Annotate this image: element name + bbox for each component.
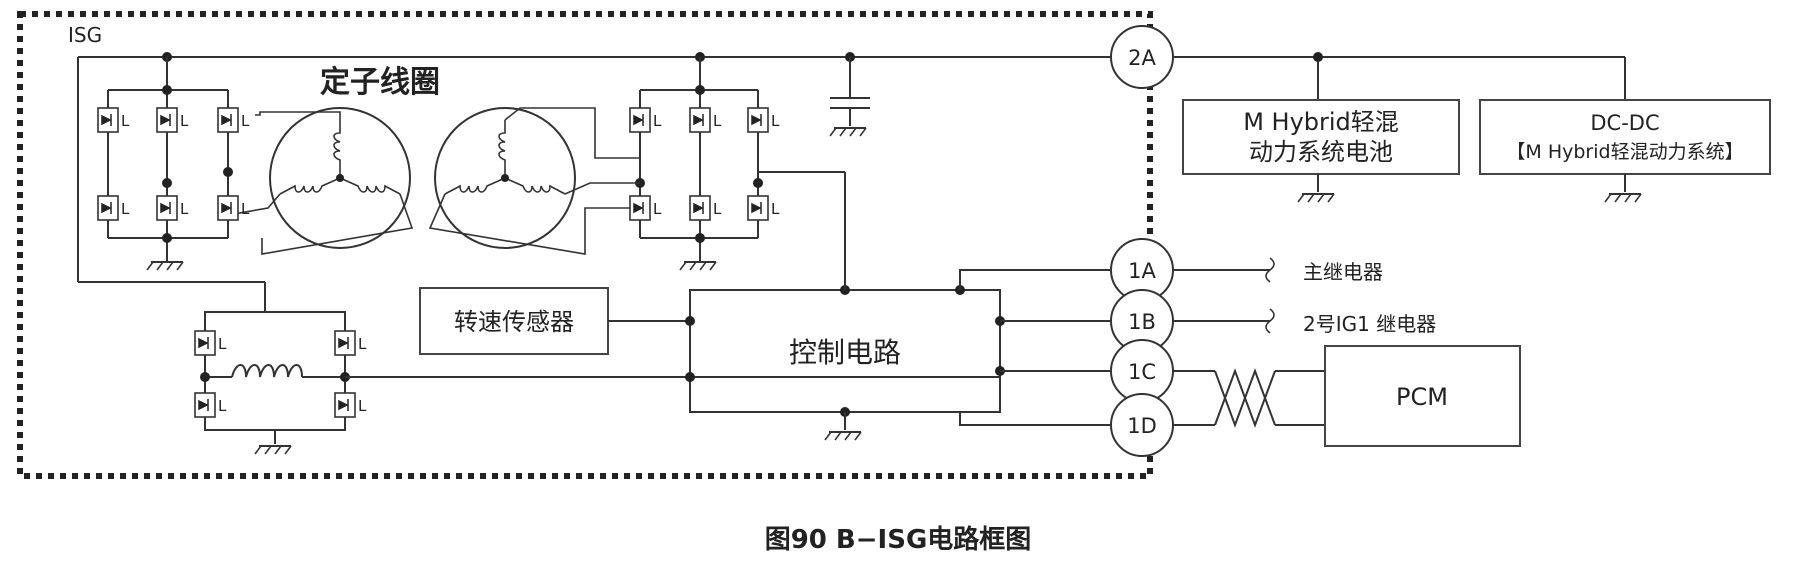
dcdc-box xyxy=(1479,99,1771,175)
mosfet-tag: L xyxy=(653,112,662,130)
twisted-pair-can xyxy=(1173,368,1325,428)
mosfet-tag: L xyxy=(358,397,367,415)
terminal-1D: 1D xyxy=(1110,393,1174,457)
mosfet-icon: L xyxy=(156,195,189,221)
mosfet-icon: L xyxy=(217,195,250,221)
mosfet-tag: L xyxy=(218,335,227,353)
relay-ig1-label: 2号IG1 继电器 xyxy=(1303,312,1436,336)
battery-box xyxy=(1182,99,1460,175)
control-circuit: 控制电路 xyxy=(685,171,1110,441)
svg-text:1D: 1D xyxy=(1127,414,1157,438)
dcdc-label-line2: 【M Hybrid轻混动力系统】 xyxy=(1506,141,1743,163)
relay-main-label: 主继电器 xyxy=(1303,260,1383,284)
control-circuit-label: 控制电路 xyxy=(789,336,901,369)
mosfet-icon: L xyxy=(334,392,367,418)
mosfet-tag: L xyxy=(771,112,780,130)
svg-text:1C: 1C xyxy=(1128,360,1156,384)
mosfet-icon: L xyxy=(97,195,130,221)
svg-text:1B: 1B xyxy=(1128,310,1156,334)
mosfet-switches: L L L L L L L L L L L L L L L L xyxy=(97,107,780,418)
terminal-1C: 1C xyxy=(1110,339,1174,403)
mosfet-icon: L xyxy=(217,107,250,133)
battery-label-line1: M Hybrid轻混 xyxy=(1243,108,1399,136)
mosfet-tag: L xyxy=(713,112,722,130)
mosfet-icon: L xyxy=(194,330,227,356)
mosfet-tag: L xyxy=(218,397,227,415)
mosfet-icon: L xyxy=(629,195,662,221)
terminal-2A: 2A xyxy=(1110,25,1174,89)
speed-sensor-label: 转速传感器 xyxy=(454,308,574,336)
pcm-box xyxy=(1324,345,1521,447)
ground-icon xyxy=(1604,193,1642,203)
ground-icon xyxy=(254,445,292,455)
right-inverter-bridge xyxy=(635,57,763,271)
ground-icon xyxy=(829,127,867,137)
mosfet-icon: L xyxy=(689,107,722,133)
mosfet-tag: L xyxy=(180,200,189,218)
mosfet-icon: L xyxy=(97,107,130,133)
mosfet-tag: L xyxy=(713,200,722,218)
dcdc-label-line1: DC-DC xyxy=(1590,111,1659,135)
mosfet-tag: L xyxy=(241,112,250,130)
ground-icon xyxy=(679,261,717,271)
relay-leads: 主继电器 2号IG1 继电器 xyxy=(1173,257,1436,336)
mosfet-icon: L xyxy=(747,107,780,133)
capacitor xyxy=(829,57,870,137)
terminal-1B: 1B xyxy=(1110,289,1174,353)
stator-label: 定子线圈 xyxy=(320,65,440,100)
mosfet-tag: L xyxy=(180,112,189,130)
boost-converter xyxy=(200,311,1000,455)
mosfet-tag: L xyxy=(771,200,780,218)
mosfet-icon: L xyxy=(629,107,662,133)
mosfet-icon: L xyxy=(194,392,227,418)
mosfet-icon: L xyxy=(156,107,189,133)
mosfet-tag: L xyxy=(358,335,367,353)
pcm-label: PCM xyxy=(1396,383,1448,411)
mosfet-tag: L xyxy=(121,200,130,218)
ground-icon xyxy=(146,261,184,271)
mosfet-icon: L xyxy=(334,330,367,356)
ground-icon xyxy=(1297,193,1335,203)
stator-motor-right xyxy=(428,107,640,255)
stator-motor-left xyxy=(227,107,414,255)
isg-label: ISG xyxy=(68,23,102,47)
mosfet-icon: L xyxy=(689,195,722,221)
svg-text:2A: 2A xyxy=(1128,46,1156,70)
mosfet-icon: L xyxy=(747,195,780,221)
left-inverter-bridge xyxy=(107,57,233,271)
ground-icon xyxy=(824,431,862,441)
mosfet-tag: L xyxy=(653,200,662,218)
svg-text:1A: 1A xyxy=(1128,259,1156,283)
battery-label-line2: 动力系统电池 xyxy=(1249,138,1393,166)
mosfet-tag: L xyxy=(241,200,250,218)
figure-caption: 图90 B−ISG电路框图 xyxy=(765,524,1032,555)
mosfet-tag: L xyxy=(121,112,130,130)
top-bus xyxy=(77,52,1626,312)
